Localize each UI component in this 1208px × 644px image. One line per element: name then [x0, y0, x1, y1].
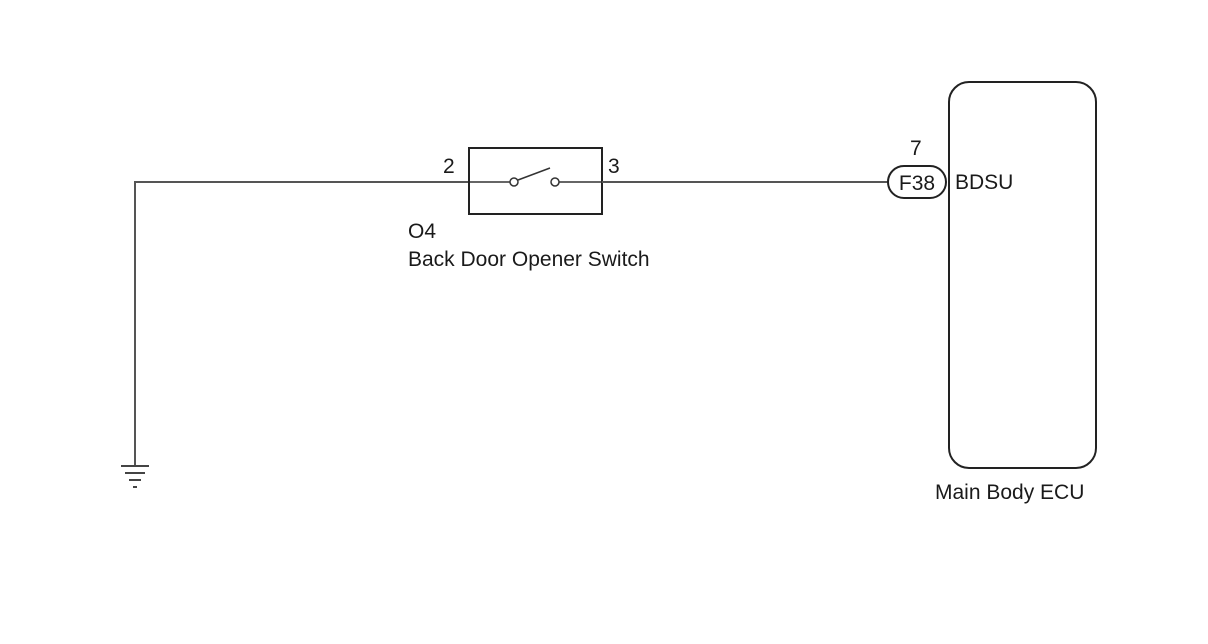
ecu-box — [948, 81, 1097, 469]
ecu-name: Main Body ECU — [935, 481, 1084, 504]
switch-code: O4 — [408, 220, 436, 243]
connector-pin: 7 — [910, 137, 922, 160]
ecu-terminal: BDSU — [955, 171, 1013, 194]
switch-icon — [470, 167, 602, 187]
switch-name: Back Door Opener Switch — [408, 248, 650, 271]
connector-code: F38 — [899, 172, 935, 195]
ground-icon — [121, 465, 149, 488]
switch-pin-right: 3 — [608, 155, 620, 178]
switch-pin-left: 2 — [443, 155, 455, 178]
switch-box — [468, 147, 603, 215]
connector-capsule — [887, 165, 947, 199]
ground-wire — [134, 181, 470, 466]
